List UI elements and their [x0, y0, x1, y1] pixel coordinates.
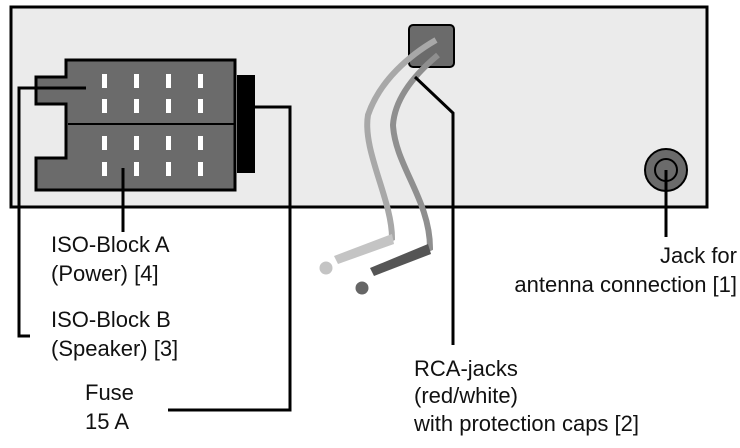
connector-pin	[102, 99, 107, 113]
connector-pin	[102, 74, 107, 88]
leader-iso-b	[17, 86, 86, 338]
label-fuse: Fuse 15 A	[85, 380, 134, 434]
connector-pin	[134, 162, 139, 176]
label-line: (Power) [4]	[51, 261, 159, 286]
label-iso-a: ISO-Block A (Power) [4]	[51, 232, 170, 286]
connector-pin	[166, 74, 171, 88]
label-line: 15 A	[85, 409, 129, 434]
label-iso-b: ISO-Block B (Speaker) [3]	[51, 307, 178, 361]
label-line: with protection caps [2]	[413, 411, 639, 436]
leader-rca	[413, 75, 455, 345]
rca-cable-red	[389, 52, 440, 265]
rca-cable-white	[358, 37, 438, 255]
label-line: antenna connection [1]	[514, 272, 737, 297]
connector-pin	[198, 99, 203, 113]
label-line: ISO-Block B	[51, 307, 171, 332]
connector-pin	[102, 162, 107, 176]
connector-pin	[102, 136, 107, 150]
connector-pin	[134, 99, 139, 113]
connector-pin	[198, 74, 203, 88]
label-line: (Speaker) [3]	[51, 336, 178, 361]
label-line: (red/white)	[414, 383, 518, 408]
fuse	[237, 75, 255, 173]
connector-pin	[198, 136, 203, 150]
connector-pin	[166, 162, 171, 176]
connector-pin	[166, 136, 171, 150]
label-line: ISO-Block A	[51, 232, 170, 257]
label-antenna: Jack for antenna connection [1]	[514, 243, 737, 297]
rca-plug-red	[354, 244, 431, 296]
connector-pin	[134, 74, 139, 88]
rca-plug-white	[318, 234, 394, 276]
connector-pin	[134, 136, 139, 150]
label-line: Jack for	[660, 243, 737, 268]
label-line: RCA-jacks	[414, 356, 518, 381]
iso-connector	[34, 58, 237, 192]
connector-pin	[166, 99, 171, 113]
label-rca: RCA-jacks (red/white) with protection ca…	[413, 356, 639, 436]
connector-pin	[198, 162, 203, 176]
leader-fuse	[168, 105, 292, 412]
label-line: Fuse	[85, 380, 134, 405]
